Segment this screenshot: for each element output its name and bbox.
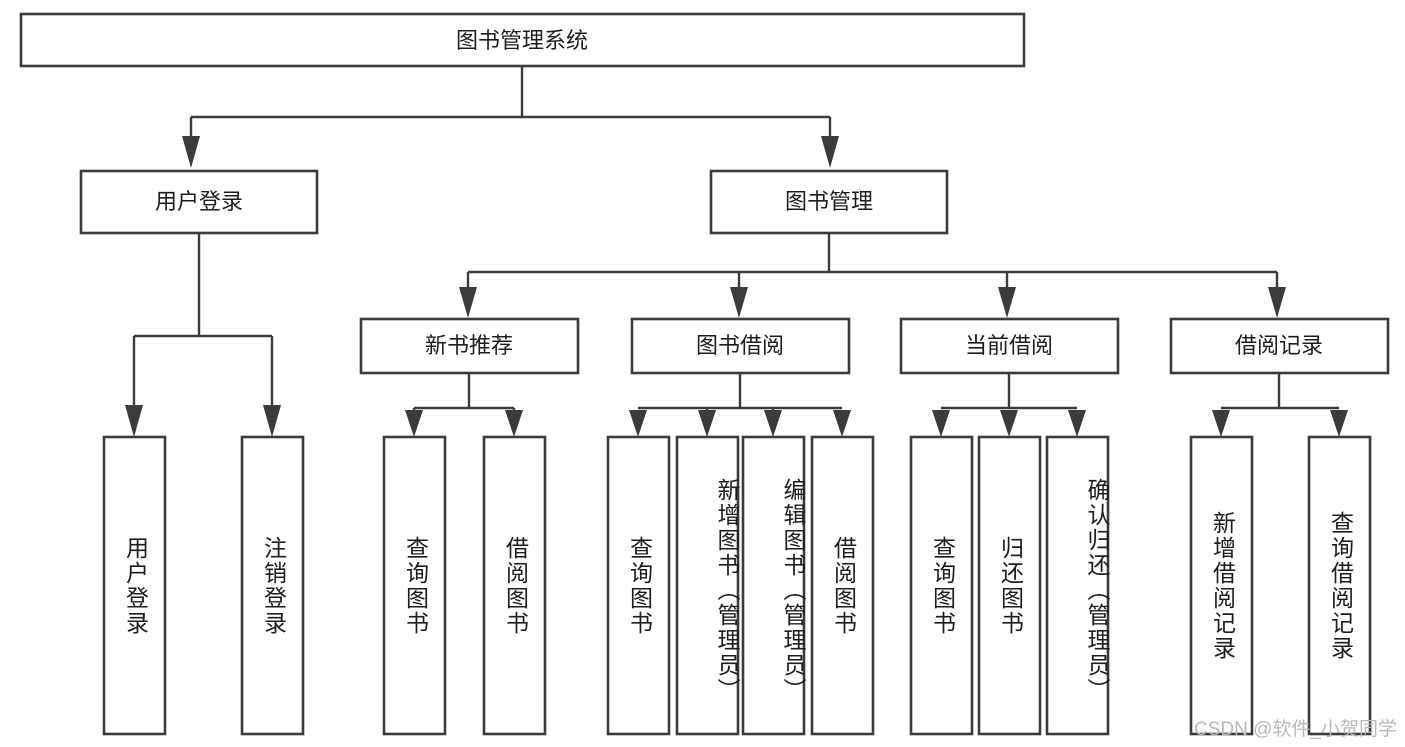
node-book-manage-label: 图书管理 <box>785 189 873 214</box>
arrowhead-leaf-edit-book <box>764 410 782 437</box>
leaf-box-confirm-return[interactable] <box>1045 435 1110 736</box>
leaf-box-edit-book[interactable] <box>741 435 806 736</box>
arrowhead-leaf-query-book-2 <box>629 410 647 437</box>
leaf-box-add-record[interactable] <box>1189 435 1254 736</box>
csdn-watermark: CSDN @软件_小贺同学 <box>1194 719 1397 740</box>
node-book-manage[interactable]: 图书管理 <box>709 169 949 235</box>
arrowhead-borrow-record <box>1268 287 1286 318</box>
arrowhead-leaf-query-record <box>1330 410 1348 437</box>
arrowhead-leaf-add-book <box>698 410 716 437</box>
arrowhead-leaf-borrow-book-2 <box>833 410 851 437</box>
arrowhead-leaf-add-record <box>1212 410 1230 437</box>
node-user-login[interactable]: 用户登录 <box>79 169 319 235</box>
arrowhead-leaf-return-book <box>1000 410 1018 437</box>
node-current-borrow-label: 当前借阅 <box>965 333 1053 358</box>
arrowhead-book-manage <box>821 136 839 168</box>
leaf-box-query-record[interactable] <box>1307 435 1372 736</box>
node-user-login-label: 用户登录 <box>155 189 243 214</box>
node-current-borrow[interactable]: 当前借阅 <box>899 317 1120 375</box>
node-root-label: 图书管理系统 <box>456 28 588 53</box>
leaf-box-query-book-2[interactable] <box>606 435 671 736</box>
arrowhead-leaf-query-book-3 <box>932 410 950 437</box>
leaf-box-add-book[interactable] <box>675 435 740 736</box>
arrowhead-leaf-logout-login <box>263 405 281 437</box>
leaf-box-query-book-1[interactable] <box>382 435 447 736</box>
node-borrow-record-label: 借阅记录 <box>1235 333 1323 358</box>
arrowhead-leaf-user-login <box>125 405 143 437</box>
arrowhead-user-login <box>182 136 200 168</box>
arrowhead-new-book-recommend <box>459 287 477 318</box>
node-borrow-record[interactable]: 借阅记录 <box>1169 317 1390 375</box>
node-book-borrow-label: 图书借阅 <box>696 333 784 358</box>
node-book-borrow[interactable]: 图书借阅 <box>630 317 851 375</box>
leaf-box-borrow-book-2[interactable] <box>810 435 875 736</box>
leaf-box-return-book[interactable] <box>977 435 1042 736</box>
leaf-box-borrow-book-1[interactable] <box>482 435 547 736</box>
arrowhead-leaf-confirm-return <box>1068 410 1086 437</box>
arrowhead-book-borrow <box>730 287 748 318</box>
node-root[interactable]: 图书管理系统 <box>19 12 1026 68</box>
leaf-box-query-book-3[interactable] <box>909 435 974 736</box>
arrowhead-leaf-query-book-1 <box>405 410 423 437</box>
leaf-box-user-login[interactable] <box>102 435 167 736</box>
arrowhead-current-borrow <box>998 287 1016 318</box>
leaf-box-logout-login[interactable] <box>240 435 305 736</box>
node-new-book-recommend-label: 新书推荐 <box>425 333 513 358</box>
arrowhead-leaf-borrow-book-1 <box>505 410 523 437</box>
node-new-book-recommend[interactable]: 新书推荐 <box>359 317 580 375</box>
